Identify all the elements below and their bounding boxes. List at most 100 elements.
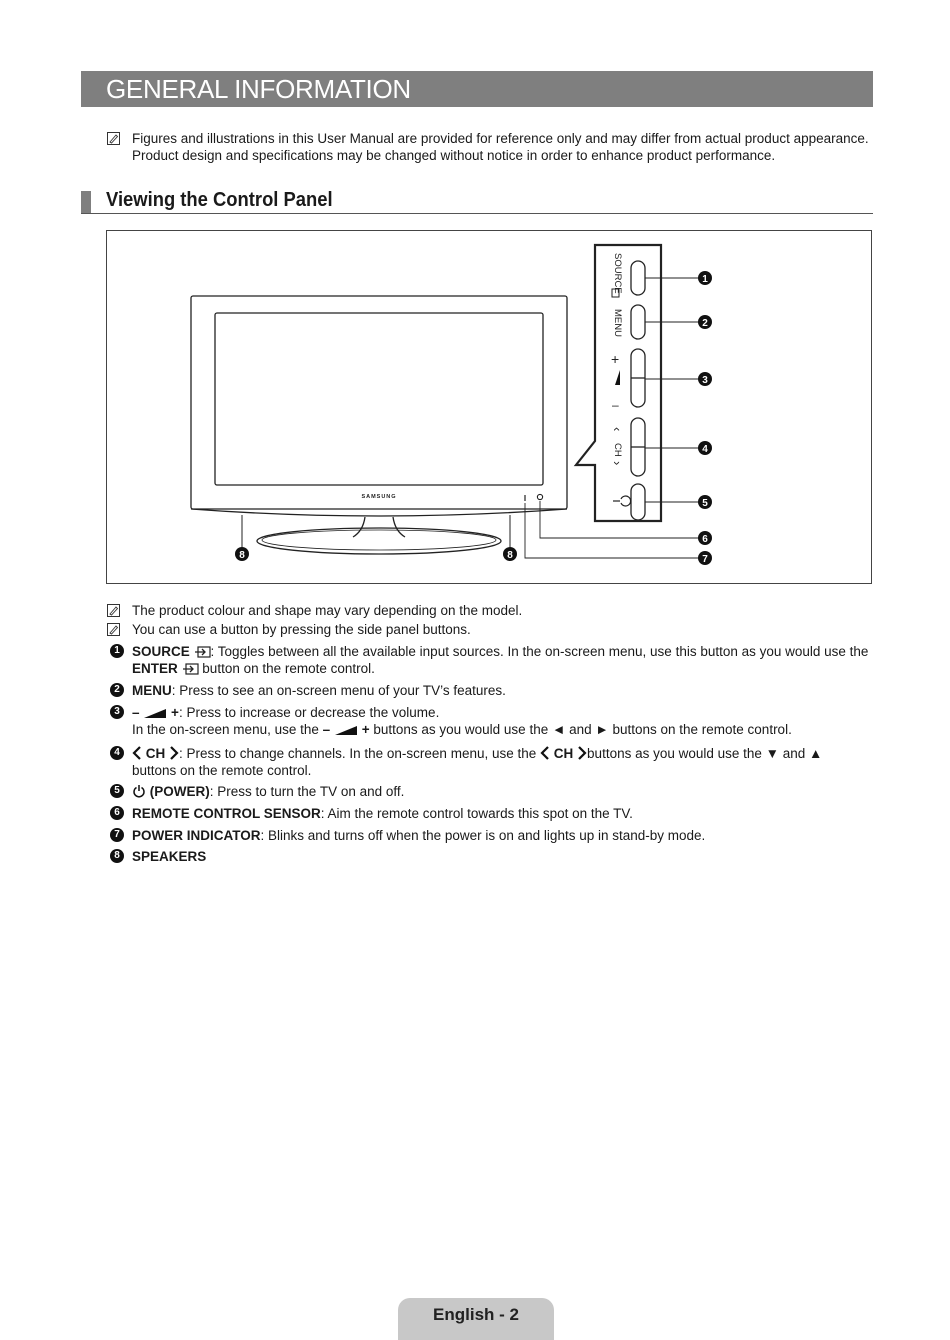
- callout-8-left-label: 8: [239, 550, 245, 561]
- note-icon: [107, 132, 120, 145]
- chevron-left-icon: [132, 746, 141, 760]
- intro-note-line1: Figures and illustrations in this User M…: [132, 131, 869, 146]
- side-button-menu: [630, 304, 646, 340]
- panel-label-ch: CH: [612, 443, 623, 457]
- item-description: buttons as you would use the ◄ and ► but…: [373, 722, 792, 737]
- callout-2-label: 2: [702, 318, 708, 329]
- volume-wedge-icon: [615, 370, 620, 385]
- panel-label-ch-right: ›: [610, 461, 625, 465]
- brand-logo: SAMSUNG: [361, 494, 396, 500]
- item-enter-label: ENTER: [132, 661, 178, 676]
- intro-note-line2: Product design and specifications may be…: [132, 148, 776, 163]
- side-button-source: [630, 260, 646, 296]
- item-number-badge: 3: [110, 705, 124, 719]
- callout-2: [698, 315, 712, 329]
- panel-label-menu: MENU: [612, 309, 623, 337]
- section-marker: [81, 191, 91, 213]
- note-text: You can use a button by pressing the sid…: [132, 622, 471, 637]
- side-panel-outline: [573, 243, 663, 523]
- item-label: POWER INDICATOR: [132, 828, 261, 843]
- stand-base: [256, 527, 502, 555]
- leader-7: [524, 503, 699, 559]
- item-label: (POWER): [149, 784, 210, 799]
- stand-base-inner: [261, 529, 497, 551]
- callout-7: [698, 551, 712, 565]
- callout-6: [698, 531, 712, 545]
- panel-label-vol-plus: +: [611, 351, 619, 367]
- volume-plus: +: [361, 722, 370, 737]
- stand-neck-right: [392, 516, 406, 538]
- note-icon: [107, 623, 120, 636]
- chevron-left-icon: [540, 746, 549, 760]
- item-number-badge: 4: [110, 746, 124, 760]
- item-description: button on the remote control.: [202, 661, 375, 676]
- item-number-badge: 7: [110, 828, 124, 842]
- volume-minus: –: [132, 705, 140, 720]
- callout-5: [698, 495, 712, 509]
- tv-illustration: SAMSUNG SOURCE MENU + – ‹ CH › 1 2 3 4: [190, 243, 712, 565]
- section-title: Viewing the Control Panel: [106, 189, 333, 211]
- callout-8-right: [503, 547, 517, 561]
- callout-1-label: 1: [702, 274, 708, 285]
- note-icon: [107, 604, 120, 617]
- page-footer-tab: English - 2: [398, 1298, 554, 1340]
- source-input-icon: [194, 646, 211, 658]
- chevron-right-icon: [170, 746, 179, 760]
- callout-6-label: 6: [702, 534, 708, 545]
- item-description: : Press to see an on-screen menu of your…: [171, 683, 506, 698]
- item-description: : Blinks and turns off when the power is…: [260, 828, 706, 843]
- item-number-badge: 8: [110, 849, 124, 863]
- page-number: English - 2: [433, 1305, 519, 1324]
- item-description: : Press to increase or decrease the volu…: [178, 705, 440, 720]
- item-number-badge: 1: [110, 644, 124, 658]
- callout-8-left: [235, 547, 249, 561]
- page-title: GENERAL INFORMATION: [106, 74, 411, 104]
- item-label: REMOTE CONTROL SENSOR: [132, 806, 321, 821]
- item-source-text: SOURCE : Toggles between all the availab…: [132, 643, 872, 677]
- power-icon: [133, 785, 145, 798]
- panel-label-ch-left: ‹: [610, 427, 625, 431]
- item-number-badge: 2: [110, 683, 124, 697]
- item-number-badge: 5: [110, 784, 124, 798]
- volume-wedge-icon: [144, 709, 167, 718]
- item-description: : Press to turn the TV on and off.: [209, 784, 405, 799]
- leader-6: [539, 501, 699, 539]
- callout-4-label: 4: [702, 444, 708, 455]
- item-label: CH: [553, 746, 574, 761]
- item-label: MENU: [132, 683, 172, 698]
- power-indicator-mark: [536, 493, 544, 501]
- item-description: : Press to change channels. In the on-sc…: [179, 746, 537, 761]
- note-text: The product colour and shape may vary de…: [132, 603, 523, 618]
- callout-5-label: 5: [702, 498, 708, 509]
- callout-7-label: 7: [702, 554, 708, 565]
- callout-4: [698, 441, 712, 455]
- tv-bottom-trim: [190, 508, 568, 517]
- item-description: buttons on the remote control.: [132, 763, 312, 778]
- item-label: SPEAKERS: [132, 849, 207, 864]
- callout-8-right-label: 8: [507, 550, 513, 561]
- enter-icon: [182, 663, 199, 675]
- panel-label-source: SOURCE: [612, 253, 623, 294]
- volume-wedge-icon: [334, 726, 357, 735]
- control-panel-figure: SAMSUNG SOURCE MENU + – ‹ CH › 1 2 3 4: [106, 230, 872, 584]
- source-input-icon: [611, 288, 620, 298]
- chevron-right-icon: [578, 746, 587, 760]
- item-label: CH: [145, 746, 166, 761]
- power-icon: [620, 495, 632, 507]
- volume-plus: +: [171, 705, 179, 720]
- callout-1: [698, 271, 712, 285]
- item-description: In the on-screen menu, use the: [132, 722, 319, 737]
- tv-bezel: [190, 295, 568, 510]
- side-button-power: [630, 483, 646, 521]
- tv-screen: [214, 312, 544, 486]
- panel-label-vol-minus: –: [612, 398, 619, 412]
- section-rule: [81, 213, 873, 214]
- item-label: SOURCE: [132, 644, 190, 659]
- stand-neck-left: [352, 516, 366, 538]
- volume-minus: –: [322, 722, 331, 737]
- header-bar: GENERAL INFORMATION: [81, 71, 873, 107]
- callout-3-label: 3: [702, 375, 708, 386]
- item-number-badge: 6: [110, 806, 124, 820]
- item-description: : Aim the remote control towards this sp…: [320, 806, 633, 821]
- item-description: buttons as you would use the ▼ and ▲: [587, 746, 823, 761]
